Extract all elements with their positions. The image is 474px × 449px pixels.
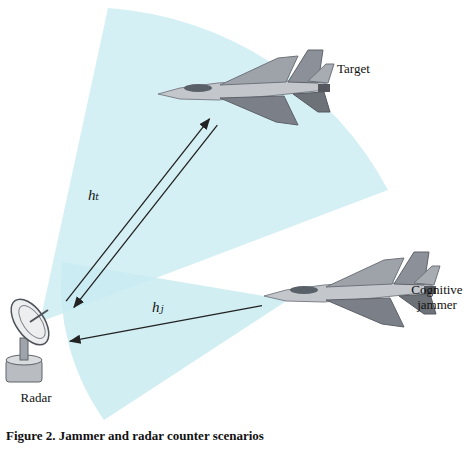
diagram-node: Cognitive jammer (262, 255, 430, 325)
target-jet (158, 50, 334, 125)
figure-caption: Figure 2. Jammer and radar counter scena… (6, 428, 264, 444)
signal-arrow (74, 125, 217, 307)
node-label: Radar (2, 391, 70, 406)
diagram-node: Radar (2, 285, 70, 410)
signal-arrow (70, 306, 262, 342)
signal-arrow (66, 119, 209, 301)
channel-label: hⱼ (150, 298, 165, 316)
jammer-beam (61, 262, 288, 420)
node-label: Target (337, 62, 397, 77)
radar-symbol (4, 293, 57, 382)
diagram-node: Target (155, 48, 330, 122)
node-label: Cognitive jammer (404, 283, 470, 313)
channel-label: hₜ (86, 186, 101, 204)
